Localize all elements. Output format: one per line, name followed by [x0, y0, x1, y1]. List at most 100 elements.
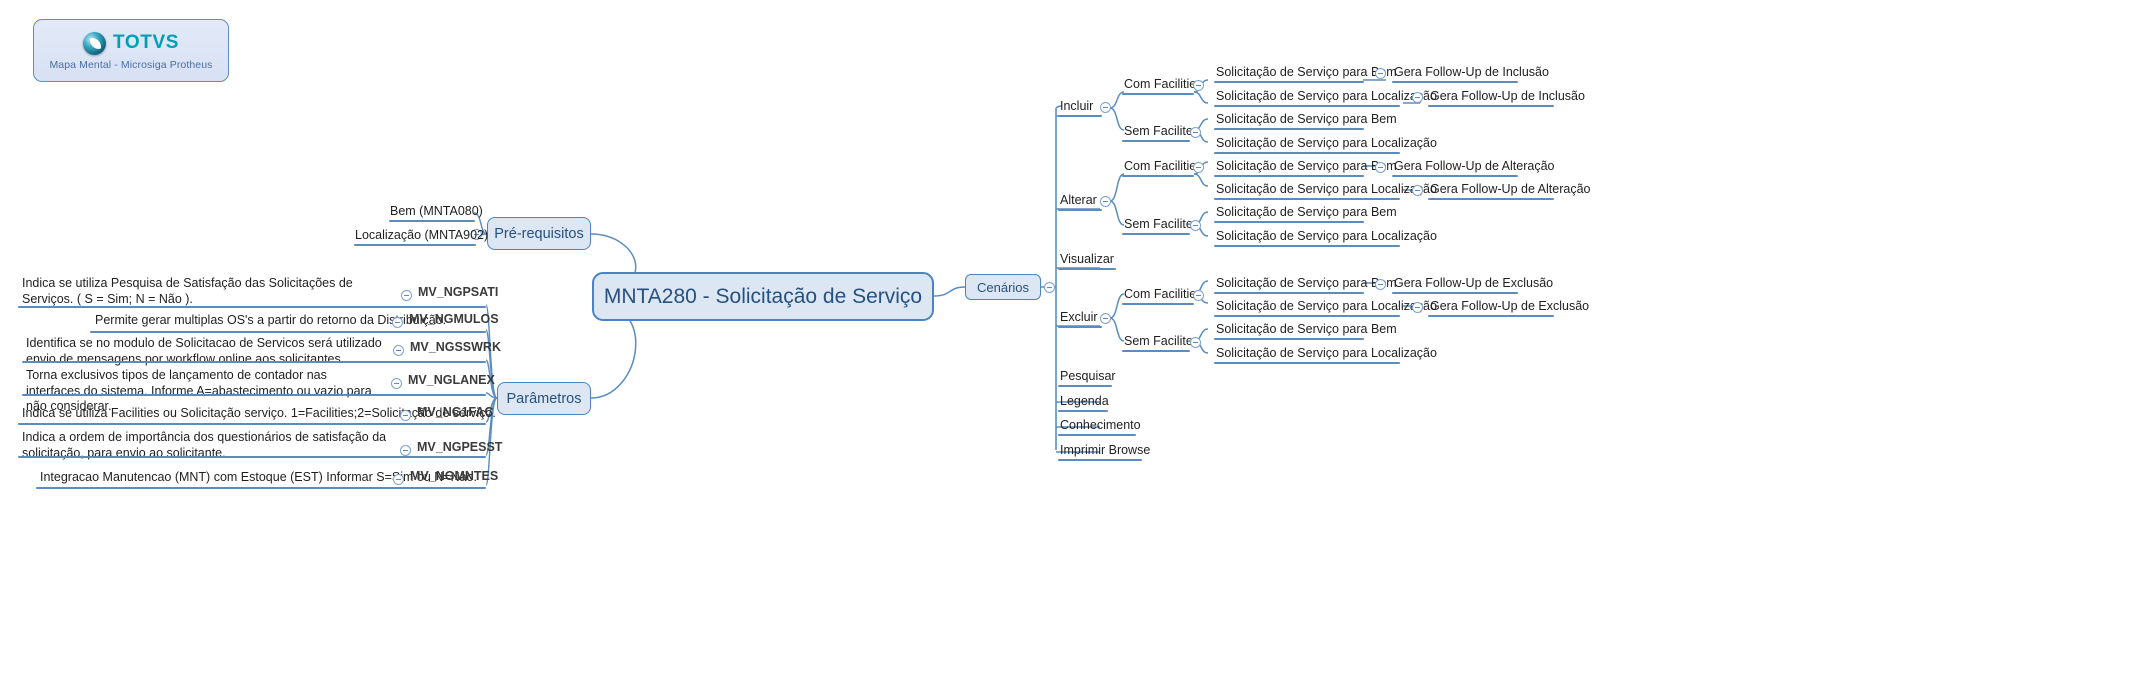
- alterar-cf-leaf-1-bar: [1214, 198, 1400, 201]
- incluir-cf-leaf-1[interactable]: Solicitação de Serviço para Localização: [1216, 89, 1437, 103]
- toggle-incluir-sem-facilites[interactable]: [1190, 127, 1201, 138]
- prereq-item-0-bar: [389, 220, 475, 223]
- param-code-1[interactable]: MV_NGMULOS: [409, 312, 499, 326]
- alterar-cf-leaf-0[interactable]: Solicitação de Serviço para Bem: [1216, 159, 1397, 173]
- excluir-cf-leaf-0-followup[interactable]: Gera Follow-Up de Exclusão: [1394, 276, 1554, 290]
- toggle-param-4[interactable]: [400, 410, 411, 421]
- cenario-conhecimento[interactable]: Conhecimento: [1060, 418, 1141, 432]
- totvs-logo-card: TOTVS Mapa Mental - Microsiga Protheus: [33, 19, 229, 82]
- toggle-excluir[interactable]: [1100, 313, 1111, 324]
- cenario-excluir-bar: [1058, 326, 1102, 329]
- alterar-group-com-facilities[interactable]: Com Facilities: [1124, 159, 1203, 173]
- toggle-cenarios[interactable]: [1044, 282, 1055, 293]
- toggle-param-2[interactable]: [393, 345, 404, 356]
- toggle-alterar-cf-leaf-1[interactable]: [1412, 185, 1423, 196]
- toggle-excluir-cf-leaf-0[interactable]: [1375, 279, 1386, 290]
- param-bar-4: [18, 423, 486, 426]
- toggle-excluir-cf-leaf-1[interactable]: [1412, 302, 1423, 313]
- cenario-visualizar-bar: [1058, 268, 1116, 271]
- excluir-cf-leaf-1-followup[interactable]: Gera Follow-Up de Exclusão: [1430, 299, 1590, 313]
- param-bar-0: [18, 306, 486, 309]
- branch-parametros[interactable]: Parâmetros: [497, 382, 591, 415]
- toggle-alterar[interactable]: [1100, 196, 1111, 207]
- param-bar-1: [90, 331, 486, 334]
- cenario-incluir[interactable]: Incluir: [1060, 99, 1094, 113]
- excluir-cf-leaf-1-bar: [1214, 315, 1400, 318]
- param-code-2[interactable]: MV_NGSSWRK: [410, 340, 501, 354]
- toggle-prerequisitos[interactable]: [471, 229, 482, 240]
- incluir-group-sem-facilites[interactable]: Sem Facilites: [1124, 124, 1200, 138]
- param-bar-6: [36, 487, 486, 490]
- prereq-item-1-bar: [354, 244, 476, 247]
- excluir-cf-leaf-1-followup-bar: [1428, 315, 1554, 318]
- incluir-cf-leaf-0-followup[interactable]: Gera Follow-Up de Inclusão: [1394, 65, 1549, 79]
- param-code-4[interactable]: MV_NG1FAC: [417, 405, 494, 419]
- excluir-group-sem-facilites[interactable]: Sem Facilites: [1124, 334, 1200, 348]
- alterar-group-1-bar: [1122, 233, 1190, 236]
- toggle-incluir-cf-leaf-1[interactable]: [1412, 92, 1423, 103]
- toggle-incluir[interactable]: [1100, 102, 1111, 113]
- branch-cenarios[interactable]: Cenários: [965, 274, 1041, 300]
- toggle-param-3[interactable]: [391, 378, 402, 389]
- param-bar-2: [22, 361, 486, 364]
- param-bar-3: [22, 394, 486, 397]
- cenario-visualizar[interactable]: Visualizar: [1060, 252, 1114, 266]
- central-node[interactable]: MNTA280 - Solicitação de Serviço: [592, 272, 934, 321]
- incluir-group-1-bar: [1122, 140, 1190, 143]
- alterar-sf-leaf-1[interactable]: Solicitação de Serviço para Localização: [1216, 229, 1437, 243]
- cenario-imprimir-browse-bar: [1058, 459, 1142, 462]
- param-code-6[interactable]: MV_NGMNTES: [410, 469, 499, 483]
- excluir-sf-leaf-1-bar: [1214, 362, 1400, 365]
- toggle-alterar-cf-leaf-0[interactable]: [1375, 162, 1386, 173]
- toggle-param-0[interactable]: [401, 290, 412, 301]
- alterar-cf-leaf-0-bar: [1214, 175, 1364, 178]
- excluir-sf-leaf-1[interactable]: Solicitação de Serviço para Localização: [1216, 346, 1437, 360]
- prereq-item-0[interactable]: Bem (MNTA080): [390, 204, 483, 218]
- cenario-incluir-bar: [1058, 115, 1102, 118]
- incluir-sf-leaf-0[interactable]: Solicitação de Serviço para Bem: [1216, 112, 1397, 126]
- toggle-excluir-com-facilities[interactable]: [1193, 290, 1204, 301]
- incluir-group-0-bar: [1122, 93, 1194, 96]
- cenario-excluir[interactable]: Excluir: [1060, 310, 1098, 324]
- param-code-0[interactable]: MV_NGPSATI: [418, 285, 499, 299]
- prereq-item-1[interactable]: Localização (MNTA902): [355, 228, 489, 242]
- cenario-alterar-bar: [1058, 209, 1102, 212]
- cenario-pesquisar[interactable]: Pesquisar: [1060, 369, 1116, 383]
- cenario-alterar[interactable]: Alterar: [1060, 193, 1097, 207]
- excluir-cf-leaf-0-followup-bar: [1392, 292, 1518, 295]
- branch-prerequisitos[interactable]: Pré-requisitos: [487, 217, 591, 250]
- incluir-cf-leaf-1-followup[interactable]: Gera Follow-Up de Inclusão: [1430, 89, 1585, 103]
- incluir-cf-leaf-0[interactable]: Solicitação de Serviço para Bem: [1216, 65, 1397, 79]
- toggle-alterar-com-facilities[interactable]: [1193, 162, 1204, 173]
- toggle-alterar-sem-facilites[interactable]: [1190, 220, 1201, 231]
- alterar-group-sem-facilites[interactable]: Sem Facilites: [1124, 217, 1200, 231]
- alterar-group-0-bar: [1122, 175, 1194, 178]
- cenario-legenda[interactable]: Legenda: [1060, 394, 1109, 408]
- param-code-5[interactable]: MV_NGPESST: [417, 440, 503, 454]
- alterar-cf-leaf-0-followup[interactable]: Gera Follow-Up de Alteração: [1394, 159, 1555, 173]
- incluir-cf-leaf-0-bar: [1214, 81, 1364, 84]
- toggle-param-1[interactable]: [392, 317, 403, 328]
- alterar-sf-leaf-0[interactable]: Solicitação de Serviço para Bem: [1216, 205, 1397, 219]
- param-desc-1: Permite gerar multiplas OS's a partir do…: [95, 313, 447, 327]
- toggle-param-6[interactable]: [393, 474, 404, 485]
- toggle-excluir-sem-facilites[interactable]: [1190, 337, 1201, 348]
- param-desc-0: Indica se utiliza Pesquisa de Satisfação…: [22, 276, 353, 306]
- toggle-param-5[interactable]: [400, 445, 411, 456]
- excluir-cf-leaf-0[interactable]: Solicitação de Serviço para Bem: [1216, 276, 1397, 290]
- alterar-cf-leaf-1[interactable]: Solicitação de Serviço para Localização: [1216, 182, 1437, 196]
- alterar-cf-leaf-1-followup[interactable]: Gera Follow-Up de Alteração: [1430, 182, 1591, 196]
- incluir-sf-leaf-1[interactable]: Solicitação de Serviço para Localização: [1216, 136, 1437, 150]
- excluir-sf-leaf-0[interactable]: Solicitação de Serviço para Bem: [1216, 322, 1397, 336]
- incluir-cf-leaf-1-followup-bar: [1428, 105, 1554, 108]
- excluir-group-com-facilities[interactable]: Com Facilities: [1124, 287, 1203, 301]
- incluir-group-com-facilities[interactable]: Com Facilities: [1124, 77, 1203, 91]
- excluir-cf-leaf-1[interactable]: Solicitação de Serviço para Localização: [1216, 299, 1437, 313]
- toggle-incluir-cf-leaf-0[interactable]: [1375, 68, 1386, 79]
- cenario-imprimir-browse[interactable]: Imprimir Browse: [1060, 443, 1151, 457]
- toggle-incluir-com-facilities[interactable]: [1193, 80, 1204, 91]
- logo-wordmark: TOTVS: [113, 32, 179, 53]
- totvs-sphere-icon: [83, 31, 106, 55]
- param-code-3[interactable]: MV_NGLANEX: [408, 373, 495, 387]
- incluir-cf-leaf-1-bar: [1214, 105, 1400, 108]
